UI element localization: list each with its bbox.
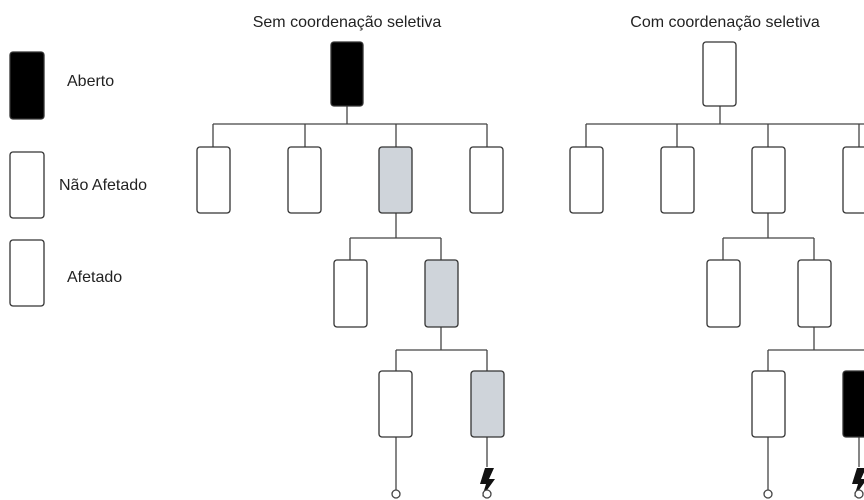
- legend-swatch-affected: [9, 239, 45, 307]
- diagram-without-coordination: Sem coordenação seletiva: [196, 14, 505, 499]
- breaker-feeder-4: [842, 146, 864, 214]
- breaker-sub-1: [333, 259, 368, 328]
- terminal-left-1: [391, 489, 401, 499]
- breaker-sub-2: [797, 259, 832, 328]
- terminal-right-2: [854, 489, 864, 499]
- breaker-feeder-2: [660, 146, 695, 214]
- breaker-feeder-3: [751, 146, 786, 214]
- legend-swatch-unaffected: [9, 151, 45, 219]
- diagram-title-with: Com coordenação seletiva: [630, 14, 820, 31]
- breaker-feeder-1: [196, 146, 231, 214]
- breaker-main: [702, 41, 737, 107]
- wires-left: [212, 106, 488, 490]
- breaker-main: [330, 41, 364, 107]
- legend: Aberto Não Afetado Afetado: [9, 51, 147, 307]
- legend-label-affected: Afetado: [67, 269, 122, 286]
- lightning-icon: [852, 468, 864, 497]
- terminal-right-1: [763, 489, 773, 499]
- diagram-title-without: Sem coordenação seletiva: [253, 14, 442, 31]
- breaker-feeder-4: [469, 146, 504, 214]
- breaker-sub-2: [424, 259, 459, 328]
- breaker-sub-1: [706, 259, 741, 328]
- breaker-branch-2: [470, 370, 505, 438]
- breaker-feeder-2: [287, 146, 322, 214]
- breaker-branch-1: [378, 370, 413, 438]
- legend-label-open: Aberto: [67, 73, 114, 90]
- diagram-with-coordination: Com coordenação seletiva: [569, 14, 864, 499]
- breaker-feeder-1: [569, 146, 604, 214]
- breaker-branch-2: [842, 370, 864, 438]
- breaker-feeder-3: [378, 146, 413, 214]
- terminal-left-2: [482, 489, 492, 499]
- lightning-icon: [480, 468, 495, 497]
- wires-right: [585, 106, 864, 490]
- legend-swatch-open: [9, 51, 45, 120]
- legend-label-unaffected: Não Afetado: [59, 177, 147, 194]
- breaker-branch-1: [751, 370, 786, 438]
